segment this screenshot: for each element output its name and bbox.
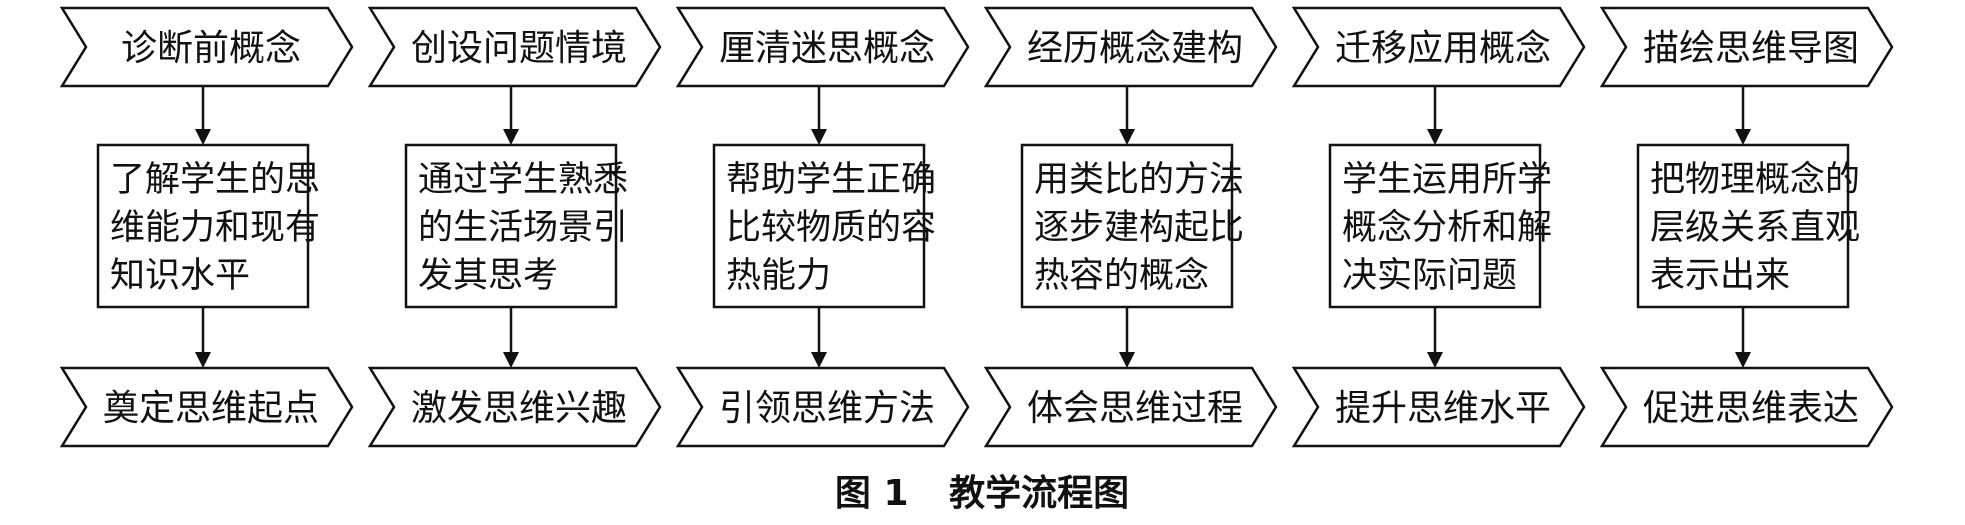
result-chevron — [1291, 366, 1586, 448]
detail-text: 了解学生的思维能力和现有知识水平 — [110, 160, 320, 296]
detail-text: 通过学生熟悉的生活场景引发其思考 — [418, 160, 628, 296]
detail-box — [1020, 143, 1234, 309]
detail-box — [1636, 143, 1850, 309]
detail-line: 逐步建构起比 — [1034, 208, 1244, 248]
detail-box — [96, 143, 310, 309]
detail-line: 通过学生熟悉 — [418, 160, 628, 200]
step-label: 厘清迷思概念 — [719, 28, 935, 69]
result-label: 体会思维过程 — [1027, 388, 1243, 429]
figure-caption: 图 1 教学流程图 — [835, 472, 1129, 514]
result-chevron — [1599, 366, 1894, 448]
detail-line: 概念分析和解 — [1342, 208, 1552, 248]
step-chevron — [1599, 6, 1894, 88]
detail-line: 发其思考 — [418, 256, 558, 296]
step-chevron — [1291, 6, 1586, 88]
detail-box — [1328, 143, 1542, 309]
detail-box — [712, 143, 926, 309]
step-label: 诊断前概念 — [121, 28, 301, 69]
step-label: 描绘思维导图 — [1643, 28, 1859, 69]
figure-title: 教学流程图 — [949, 472, 1129, 514]
arrow-down-icon — [195, 86, 211, 145]
step-chevron — [59, 6, 354, 88]
step-label: 迁移应用概念 — [1335, 28, 1551, 69]
detail-line: 知识水平 — [110, 256, 250, 296]
figure-label: 图 1 — [835, 473, 909, 514]
result-label: 奠定思维起点 — [103, 388, 319, 429]
arrow-down-icon — [811, 307, 827, 368]
result-chevron — [367, 366, 662, 448]
arrow-down-icon — [811, 86, 827, 145]
detail-text: 把物理概念的层级关系直观表示出来 — [1650, 160, 1860, 296]
arrow-down-icon — [1427, 307, 1443, 368]
result-label: 引领思维方法 — [719, 388, 935, 429]
arrow-down-icon — [1735, 86, 1751, 145]
result-chevron — [675, 366, 970, 448]
detail-line: 了解学生的思 — [110, 160, 320, 200]
arrow-down-icon — [1119, 86, 1135, 145]
detail-line: 层级关系直观 — [1650, 208, 1860, 248]
detail-text: 学生运用所学概念分析和解决实际问题 — [1342, 160, 1552, 296]
result-label: 提升思维水平 — [1335, 388, 1551, 429]
step-label: 创设问题情境 — [411, 28, 627, 69]
detail-line: 热能力 — [726, 256, 831, 296]
step-chevron — [675, 6, 970, 88]
detail-line: 的生活场景引 — [418, 208, 628, 248]
detail-line: 表示出来 — [1650, 256, 1790, 296]
detail-line: 热容的概念 — [1034, 256, 1209, 296]
detail-line: 把物理概念的 — [1650, 160, 1860, 200]
step-label: 经历概念建构 — [1027, 28, 1243, 69]
result-label: 促进思维表达 — [1643, 388, 1859, 429]
arrow-down-icon — [503, 86, 519, 145]
detail-line: 帮助学生正确 — [726, 160, 936, 200]
arrow-down-icon — [503, 307, 519, 368]
detail-text: 帮助学生正确比较物质的容热能力 — [726, 160, 936, 296]
detail-line: 决实际问题 — [1342, 256, 1517, 296]
detail-line: 用类比的方法 — [1034, 160, 1244, 200]
detail-line: 维能力和现有 — [110, 208, 320, 248]
arrow-down-icon — [1735, 307, 1751, 368]
detail-text: 用类比的方法逐步建构起比热容的概念 — [1034, 160, 1244, 296]
arrow-down-icon — [1119, 307, 1135, 368]
detail-line: 比较物质的容 — [726, 208, 936, 248]
detail-line: 学生运用所学 — [1342, 160, 1552, 200]
step-chevron — [367, 6, 662, 88]
arrow-down-icon — [195, 307, 211, 368]
result-chevron — [59, 366, 354, 448]
result-chevron — [983, 366, 1278, 448]
arrow-down-icon — [1427, 86, 1443, 145]
result-label: 激发思维兴趣 — [411, 388, 627, 429]
step-chevron — [983, 6, 1278, 88]
detail-box — [404, 143, 618, 309]
